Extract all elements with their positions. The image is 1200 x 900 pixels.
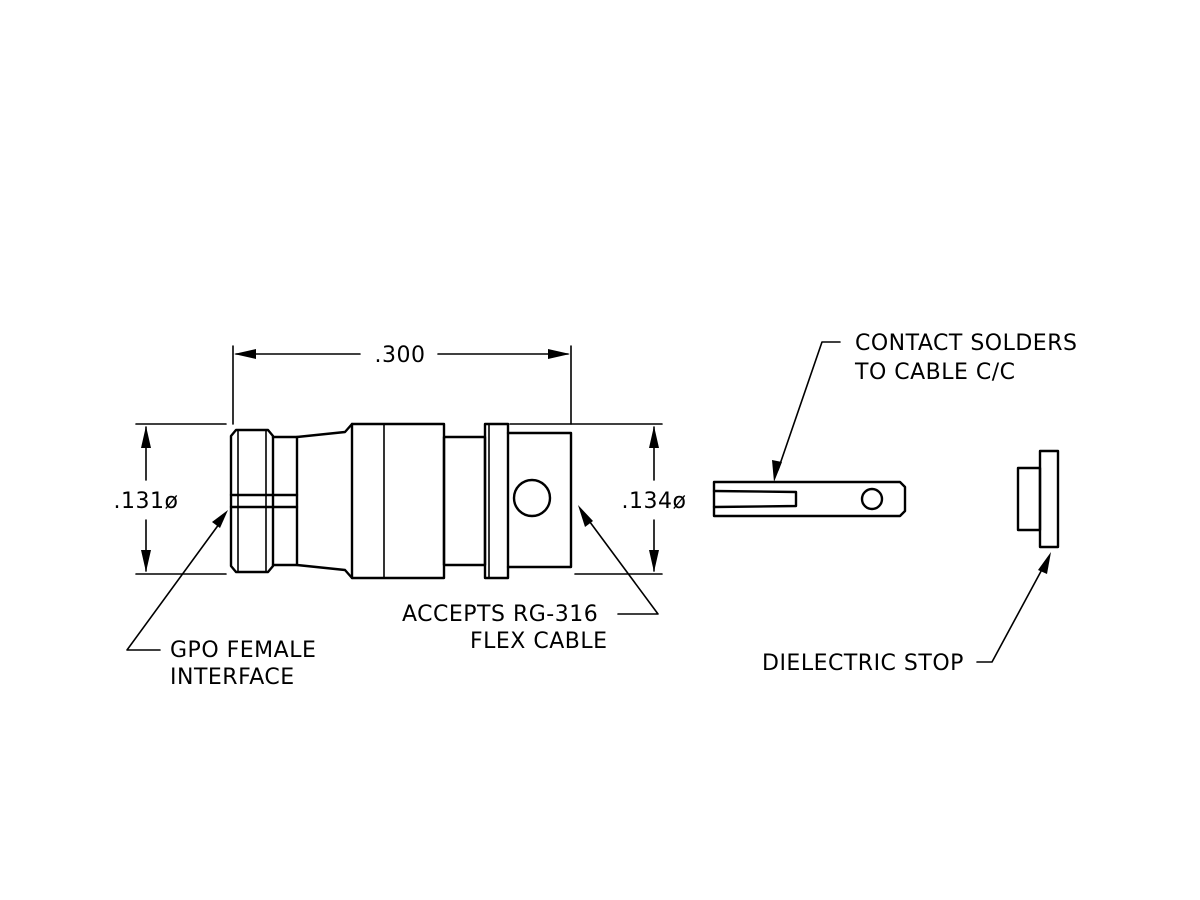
callout-interface: GPO FEMALE INTERFACE xyxy=(126,510,316,690)
callout-stop-line1: DIELECTRIC STOP xyxy=(762,651,964,676)
callout-contact: CONTACT SOLDERS TO CABLE C/C xyxy=(772,331,1077,482)
callout-cable-line2: FLEX CABLE xyxy=(470,629,608,654)
dimension-length: .300 xyxy=(232,343,572,425)
dimension-left-diameter: .131ø xyxy=(114,423,227,575)
callout-contact-line2: TO CABLE C/C xyxy=(854,360,1016,385)
dimension-length-label: .300 xyxy=(375,343,426,368)
callout-cable: ACCEPTS RG-316 FLEX CABLE xyxy=(402,505,659,654)
connector-body xyxy=(229,422,573,580)
callout-interface-line1: GPO FEMALE xyxy=(170,638,316,663)
dimension-left-diameter-label: .131ø xyxy=(114,489,179,514)
callout-contact-line1: CONTACT SOLDERS xyxy=(855,331,1077,356)
dimension-right-diameter-label: .134ø xyxy=(622,489,687,514)
contact-pin xyxy=(712,480,907,518)
dielectric-stop xyxy=(1016,449,1060,549)
callout-stop: DIELECTRIC STOP xyxy=(762,552,1051,676)
callout-interface-line2: INTERFACE xyxy=(170,665,295,690)
callout-cable-line1: ACCEPTS RG-316 xyxy=(402,602,598,627)
dimension-right-diameter: .134ø xyxy=(509,423,687,575)
